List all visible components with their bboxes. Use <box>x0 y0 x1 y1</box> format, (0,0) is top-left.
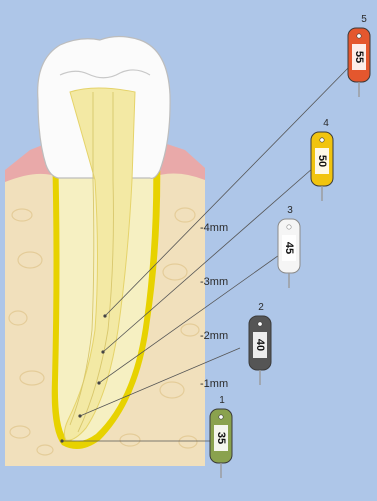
step-number-4: 4 <box>320 118 332 129</box>
handle-dot <box>357 34 361 38</box>
step-number-1: 1 <box>216 395 228 406</box>
file-step-1: 35 <box>208 407 234 479</box>
handle-dot <box>258 322 262 326</box>
handle-dot <box>320 138 324 142</box>
offset-label-step-5: -4mm <box>200 222 228 234</box>
file-size-label: 40 <box>254 334 266 356</box>
step-number-3: 3 <box>284 205 296 216</box>
file-step-5: 55 <box>346 26 372 98</box>
offset-label-step-4: -3mm <box>200 276 228 288</box>
file-step-4: 50 <box>309 130 335 202</box>
step-number-5: 5 <box>358 14 370 25</box>
file-step-3: 45 <box>276 217 302 289</box>
offset-label-step-2: -1mm <box>200 378 228 390</box>
file-size-label: 35 <box>215 427 227 449</box>
handle-dot <box>287 225 291 229</box>
handle-dot <box>219 415 223 419</box>
file-size-label: 45 <box>283 237 295 259</box>
file-step-2: 40 <box>247 314 273 386</box>
file-size-label: 50 <box>316 150 328 172</box>
step-number-2: 2 <box>255 302 267 313</box>
file-size-label: 55 <box>353 46 365 68</box>
offset-label-step-3: -2mm <box>200 330 228 342</box>
